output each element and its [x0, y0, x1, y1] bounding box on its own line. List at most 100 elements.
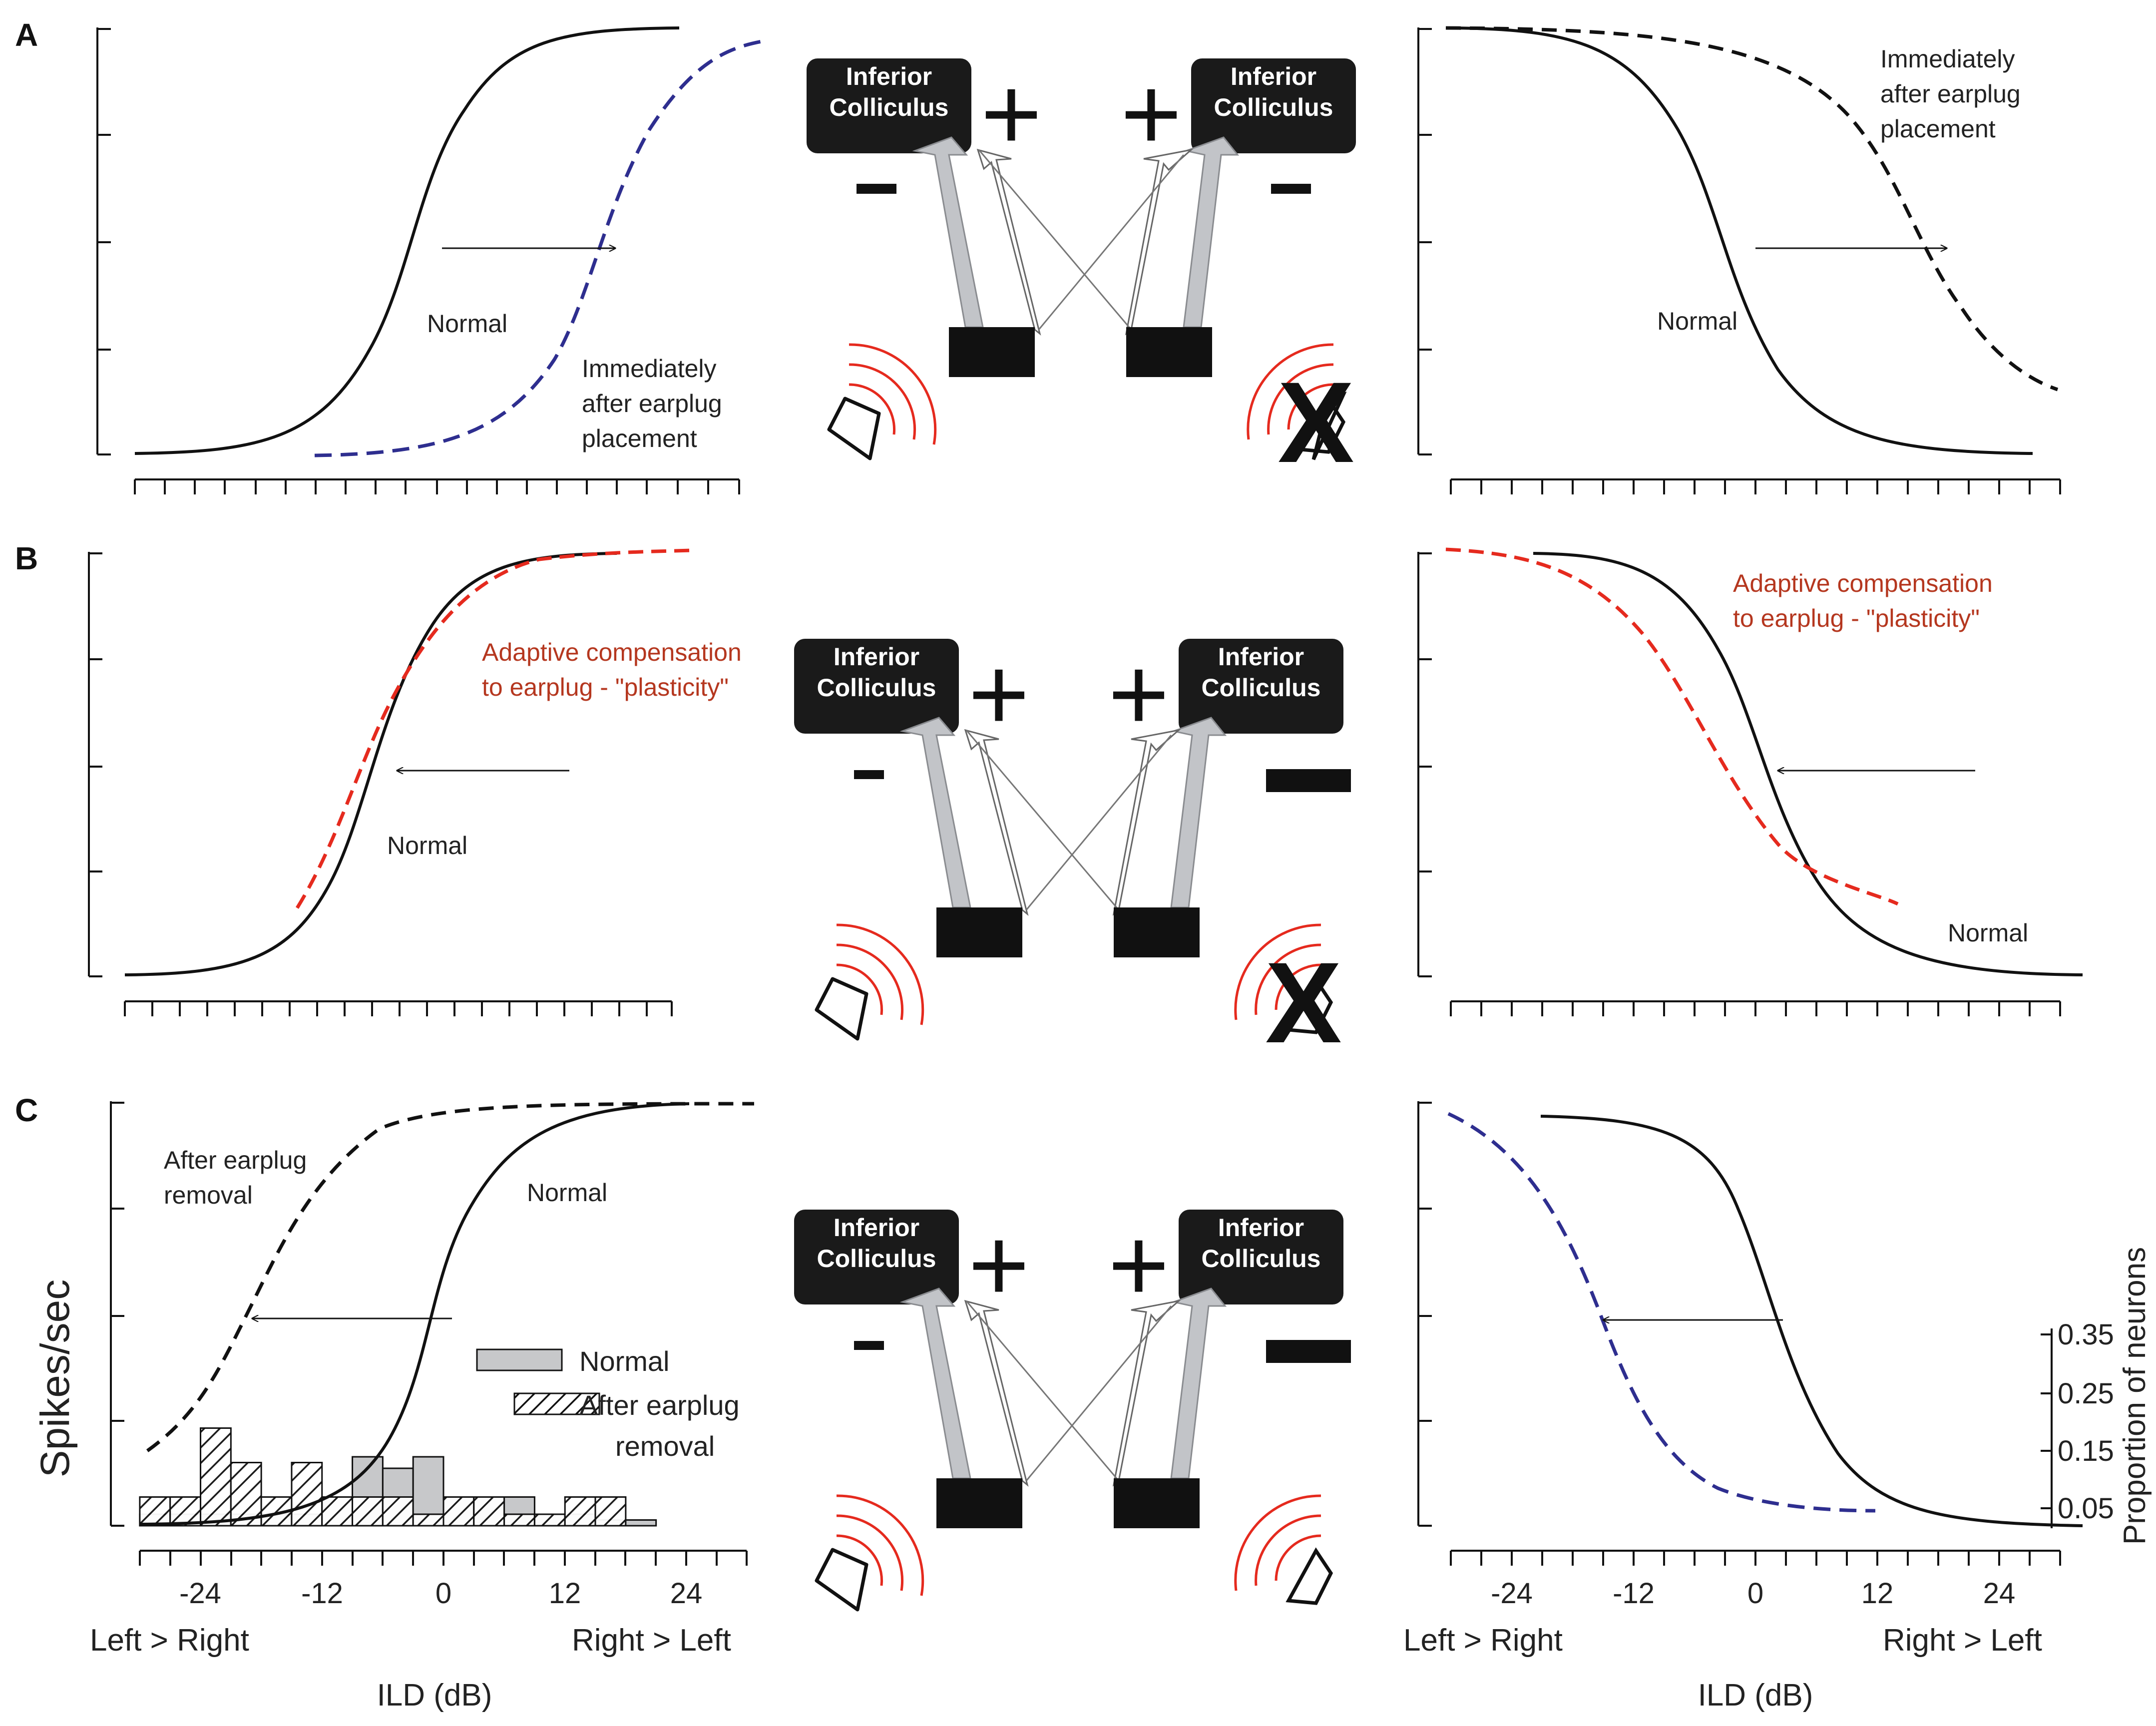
normal-label: Normal [527, 1179, 607, 1207]
circuit-diagram-b: Inferior Colliculus Inferior Colliculus … [794, 635, 1351, 1067]
minus-left [854, 1341, 884, 1350]
crossing-line-1 [1025, 1305, 1172, 1481]
circuit-diagram-c: Inferior Colliculus Inferior Colliculus … [794, 1206, 1351, 1612]
normal-label: Normal [1657, 307, 1737, 335]
histogram-bar-after-removal [321, 1496, 354, 1527]
earplug-x-icon: X [1278, 358, 1354, 486]
x-left-end-label: Left > Right [90, 1623, 249, 1658]
x-right-end-label: Right > Left [1883, 1623, 2042, 1658]
normal-curve [139, 1102, 690, 1526]
plus-right: + [1108, 1206, 1170, 1323]
earplug-label-3: placement [582, 425, 697, 452]
x-axis-ticks [124, 1001, 673, 1016]
proportion-tick-label: 0.05 [2058, 1492, 2114, 1525]
normal-label: Normal [387, 832, 467, 860]
inhibitory-crossing-arrow-1 [964, 1299, 1029, 1487]
xlabel: ILD (dB) [1698, 1678, 1813, 1713]
legend-after-swatch [513, 1392, 600, 1415]
panel-a-left-plot: Normal Immediately after earplug placeme… [96, 26, 765, 494]
inhibitory-crossing-arrow-1 [964, 729, 1029, 916]
panel-c-left-plot: After earplug removal Normal Normal Afte… [32, 1101, 755, 1713]
earplug-label-2: after earplug [1880, 80, 2021, 108]
earplug-curve [1445, 26, 2059, 392]
x-tick-label: 0 [1747, 1577, 1763, 1610]
histogram-bar-after-removal [382, 1496, 414, 1527]
ic-box-left [794, 1210, 959, 1304]
x-axis-ticks [139, 1551, 748, 1566]
x-tick-label: -24 [179, 1577, 221, 1610]
x-tick-label: 0 [435, 1577, 451, 1610]
crossing-line-2 [965, 1300, 1120, 1481]
plasticity-label-2: to earplug - "plasticity" [482, 673, 729, 701]
crossing-line-2 [978, 149, 1132, 330]
x-tick-label: 12 [549, 1577, 581, 1610]
panel-label-a: A [15, 17, 38, 53]
brainstem-box-right [1126, 327, 1212, 377]
x-tick-label: -12 [301, 1577, 343, 1610]
panel-label-b: B [15, 540, 38, 576]
histogram-bars [139, 1427, 657, 1527]
excitatory-arrow-right [1170, 717, 1227, 908]
histogram-bar-after-removal [230, 1462, 262, 1527]
circuit-diagram-a: Inferior Colliculus Inferior Colliculus … [807, 55, 1356, 486]
minus-right [1271, 184, 1311, 194]
ic-box-left-label-2: Colliculus [830, 93, 949, 121]
x-tick-label: -12 [1613, 1577, 1655, 1610]
minus-right [1266, 1340, 1351, 1363]
brainstem-box-right [1114, 907, 1200, 957]
histogram-bar-after-removal [594, 1496, 627, 1527]
legend-normal-label: Normal [579, 1345, 669, 1377]
excitatory-arrow-left [899, 717, 971, 908]
earplug-label-3: placement [1880, 115, 1996, 143]
speaker-left-icon [827, 343, 937, 460]
proportion-tick-label: 0.15 [2058, 1435, 2114, 1467]
histogram-bar-after-removal [412, 1513, 444, 1527]
ic-box-right-label-1: Inferior [1218, 1214, 1304, 1242]
x-right-end-label: Right > Left [572, 1623, 731, 1658]
ic-box-left [807, 58, 971, 153]
inhibitory-crossing-arrow-2 [1125, 148, 1194, 336]
histogram-bar-after-removal [139, 1496, 171, 1527]
inhibitory-crossing-arrow-2 [1112, 729, 1182, 916]
after-removal-curve [146, 1102, 755, 1452]
ic-box-right [1179, 1210, 1343, 1304]
minus-right [1266, 769, 1351, 792]
normal-curve [1450, 26, 2033, 455]
histogram-bar-after-removal [473, 1496, 505, 1527]
speaker-right-plugged-icon [1234, 923, 1333, 1034]
plus-right: + [1108, 635, 1170, 753]
legend-normal-swatch [476, 1348, 563, 1371]
brainstem-box-left [936, 907, 1022, 957]
plasticity-curve [1445, 547, 1899, 906]
brainstem-box-left [936, 1478, 1022, 1528]
ic-box-left-label-2: Colliculus [817, 674, 936, 702]
excitatory-arrow-right [1170, 1288, 1227, 1479]
crossing-line-2 [965, 730, 1120, 910]
histogram-bar-after-removal [533, 1513, 566, 1527]
legend-after-label-1: After earplug [579, 1389, 740, 1421]
normal-label: Normal [1948, 919, 2028, 947]
normal-curve [1540, 1115, 2083, 1527]
ic-box-right-label-2: Colliculus [1202, 1245, 1321, 1273]
excitatory-arrow-left [912, 136, 984, 328]
proportion-ylabel: Proportion of neurons [2118, 1247, 2152, 1545]
histogram-bar-after-removal [291, 1462, 323, 1527]
ic-box-left-label-2: Colliculus [817, 1245, 936, 1273]
histogram-bar-after-removal [442, 1496, 475, 1527]
histogram-bar-normal [625, 1519, 657, 1527]
ic-box-left-label-1: Inferior [834, 1214, 919, 1242]
after-removal-label-2: removal [164, 1181, 253, 1209]
panel-c-right-plot: 0.35 0.25 0.15 0.05 Proportion of neuron… [1403, 1101, 2152, 1713]
x-axis-ticks [1450, 479, 2061, 494]
x-tick-label: 24 [670, 1577, 703, 1610]
proportion-tick-label: 0.25 [2058, 1377, 2114, 1410]
plus-right: + [1121, 55, 1182, 172]
panel-label-c: C [15, 1092, 38, 1128]
brainstem-box-right [1114, 1478, 1200, 1528]
after-removal-label-1: After earplug [164, 1146, 307, 1174]
x-tick-labels: -24 -12 0 12 24 [1491, 1577, 2015, 1610]
excitatory-arrow-right [1183, 136, 1240, 328]
minus-left [854, 770, 884, 779]
xlabel: ILD (dB) [377, 1678, 492, 1713]
normal-curve [124, 552, 617, 976]
